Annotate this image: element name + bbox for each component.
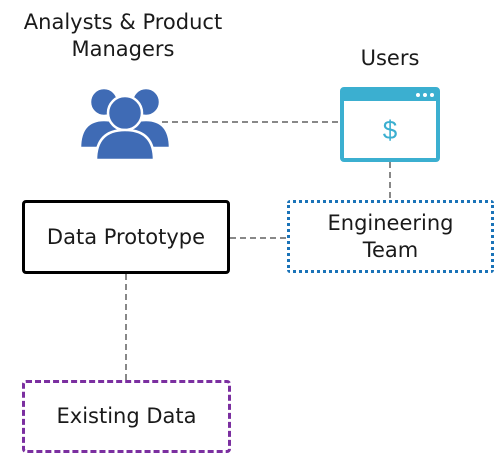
engineering-team-label: Engineering Team: [327, 210, 454, 262]
dollar-glyph: $: [383, 115, 398, 145]
existing-data-label: Existing Data: [56, 404, 197, 428]
data-prototype-box[interactable]: Data Prototype: [22, 200, 230, 274]
existing-data-box[interactable]: Existing Data: [22, 380, 231, 453]
people-group-icon: [78, 86, 172, 162]
data-prototype-label: Data Prototype: [46, 224, 206, 249]
engineering-team-box[interactable]: Engineering Team: [287, 200, 494, 273]
analysts-label: Analysts & Product Managers: [23, 10, 223, 61]
browser-dollar-icon: $: [340, 87, 440, 162]
users-label: Users: [360, 46, 420, 70]
